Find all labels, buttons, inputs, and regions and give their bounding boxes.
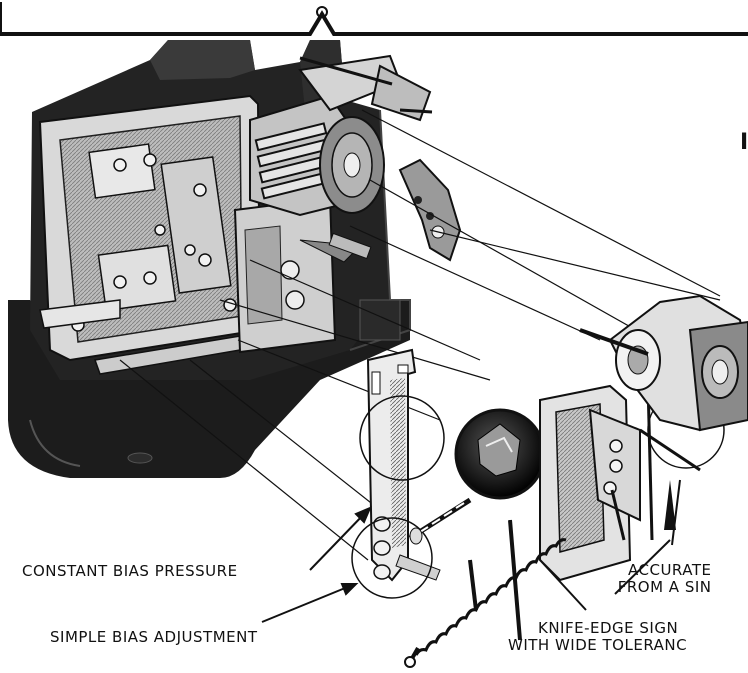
callout-knife-line2: WITH WIDE TOLERANC <box>508 636 688 654</box>
bracket-assembly <box>468 383 654 641</box>
adjust-screw <box>408 497 472 545</box>
top-frame <box>0 2 748 36</box>
callout-knife-edge: KNIFE-EDGE SIGN WITH WIDE TOLERANC <box>508 620 687 654</box>
callout-constant-bias: CONSTANT BIAS PRESSURE <box>22 562 238 580</box>
callout-accurate-line2: FROM A SIN <box>617 578 712 596</box>
callout-arrows <box>261 506 671 623</box>
armature-assembly <box>233 196 372 354</box>
spring-icon <box>404 538 567 668</box>
callout-simple-bias: SIMPLE BIAS ADJUSTMENT <box>50 628 258 646</box>
magnifier-lens-icon <box>454 408 546 500</box>
callout-knife-line1: KNIFE-EDGE SIGN <box>538 619 679 637</box>
front-frame <box>38 94 262 375</box>
bias-arm <box>366 348 441 582</box>
floating-arm <box>398 158 462 262</box>
projection-lines <box>119 109 721 561</box>
callout-accurate-line1: ACCURATE <box>628 561 712 579</box>
callout-accurate: ACCURATE FROM A SIN <box>598 562 711 596</box>
top-right-fragment: I <box>740 130 748 155</box>
main-cam-wheel <box>299 56 433 214</box>
cam-wheel-icon <box>579 294 748 546</box>
